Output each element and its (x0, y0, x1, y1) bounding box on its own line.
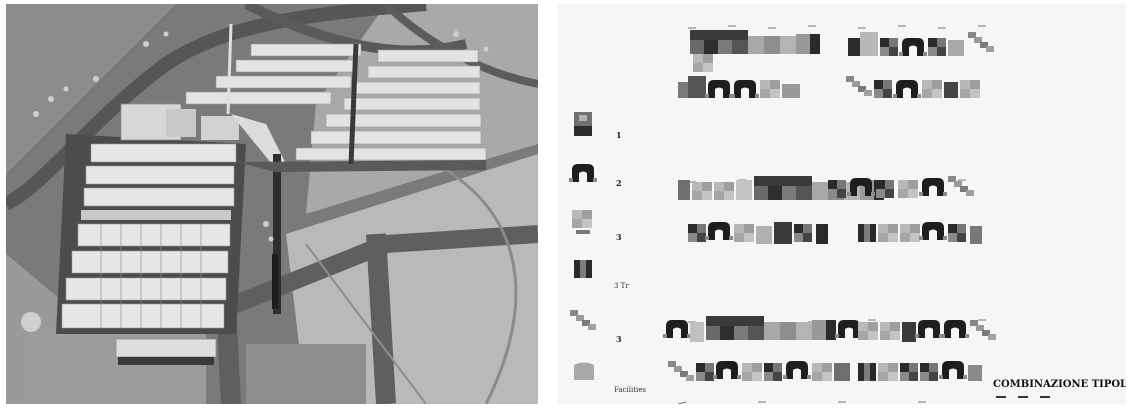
typology-drawing (569, 25, 996, 404)
legend-label-2: 2 (616, 178, 622, 188)
typology-plate: 1 2 3 3 Tr 3 Facilities COMBINAZIONE TIP… (558, 4, 1126, 404)
legend-label-3tr: 3 Tr (614, 282, 629, 290)
title-underline-ticks (996, 396, 1062, 404)
site-model-drawing (6, 4, 538, 404)
legend-label-1: 1 (616, 130, 622, 140)
legend-label-3: 3 (616, 232, 622, 242)
plate-title: COMBINAZIONE TIPOLOGIE (993, 379, 1126, 390)
legend-label-3-stepped: 3 (616, 334, 622, 344)
legend-label-facilities: Facilities (614, 386, 646, 394)
legend-glyphs (569, 112, 597, 380)
site-model-photo (6, 4, 538, 404)
